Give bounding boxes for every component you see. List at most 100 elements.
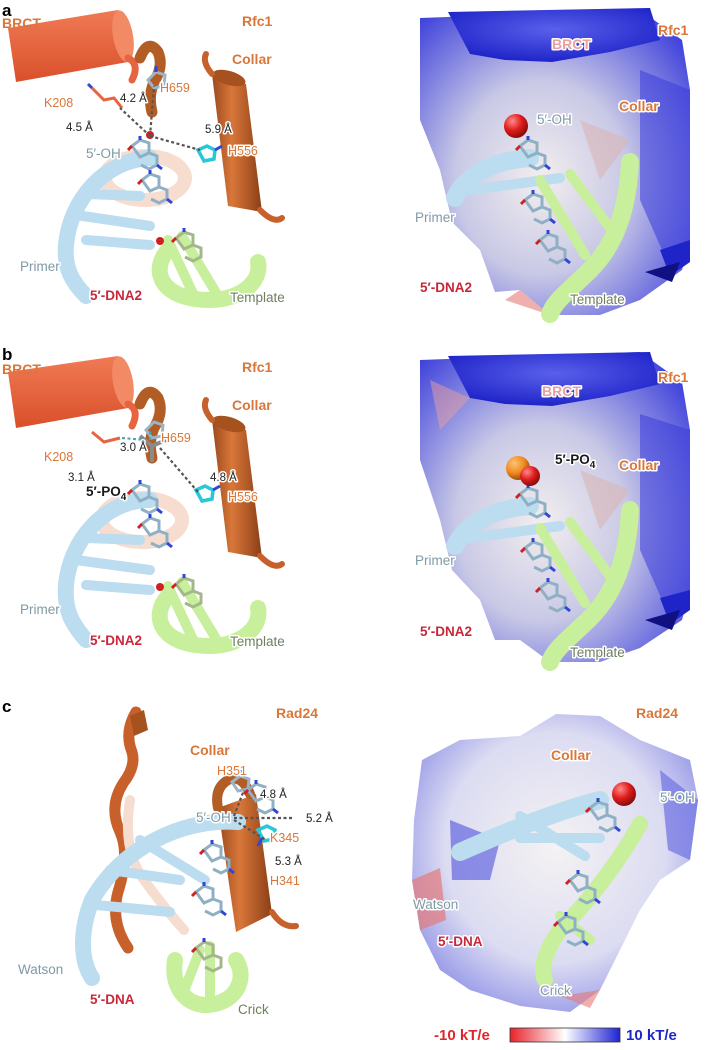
end-label: 5′-PO4 xyxy=(86,484,127,503)
dna-label: 5′-DNA2 xyxy=(90,288,142,303)
panel-a: a xyxy=(2,1,690,323)
surface-brct-label: BRCT xyxy=(542,383,581,399)
crick-label: Crick xyxy=(238,1002,269,1017)
surface-primer-strand xyxy=(446,497,539,555)
end-label: 5′-OH xyxy=(196,810,231,825)
surface-end-label: 5′-PO4 xyxy=(555,452,596,471)
distance-label-3: 5.3 Å xyxy=(275,855,302,868)
surface-watson-label: Watson xyxy=(413,897,458,912)
residue-label-k345: K345 xyxy=(270,831,299,845)
distance-label-1: 3.0 Å xyxy=(120,441,147,454)
watson-strand xyxy=(75,813,246,986)
protein-label: Rfc1 xyxy=(242,13,273,29)
surface-template-strand xyxy=(541,153,639,323)
primer-label: Primer xyxy=(20,259,60,274)
panel-letter: b xyxy=(2,345,12,364)
oh-sphere xyxy=(504,114,528,138)
surface-template-label: Template xyxy=(570,645,625,660)
distance-label-2: 5.2 Å xyxy=(306,812,333,825)
distance-label-3: 4.8 Å xyxy=(210,471,237,484)
collar-label: Collar xyxy=(232,397,272,413)
residue-label-h556: H556 xyxy=(228,144,258,158)
brct-label: BRCT xyxy=(2,15,41,31)
surface-brct-label: BRCT xyxy=(552,36,591,52)
surface-protein-label: Rfc1 xyxy=(658,369,689,385)
distance-label-2: 4.5 Å xyxy=(66,121,93,134)
primer-strand xyxy=(57,150,158,304)
protein-label: Rfc1 xyxy=(242,359,273,375)
collar-label: Collar xyxy=(232,51,272,67)
surface-protein-label: Rfc1 xyxy=(658,22,689,38)
residue-label-k208: K208 xyxy=(44,450,73,464)
cartoon-structure xyxy=(8,10,285,309)
scale-max-label: 10 kT/e xyxy=(626,1027,677,1044)
residue-label-h659: H659 xyxy=(160,81,190,95)
electrostatic-surface xyxy=(420,352,690,671)
end-label: 5′-OH xyxy=(86,146,121,161)
surface-collar-label: Collar xyxy=(619,98,659,114)
distance-label-1: 4.8 Å xyxy=(260,788,287,801)
dna-label: 5′-DNA2 xyxy=(90,633,142,648)
surface-end-label: 5′-OH xyxy=(660,790,695,805)
panel-c: c xyxy=(2,697,698,1019)
electrostatic-surface xyxy=(412,714,698,1012)
collar-helix xyxy=(201,397,285,569)
surface-dna-label: 5′-DNA2 xyxy=(420,624,472,639)
surface-template-label: Template xyxy=(570,292,625,307)
h556-sidechain xyxy=(193,484,221,503)
h556-sidechain xyxy=(195,144,223,163)
surface-protein-label: Rad24 xyxy=(636,705,678,721)
oh-sphere xyxy=(612,782,636,806)
h659-sidechain xyxy=(144,420,165,440)
template-strand xyxy=(151,242,267,309)
watson-label: Watson xyxy=(18,962,63,977)
rad24-coil xyxy=(109,706,142,954)
template-label: Template xyxy=(230,290,285,305)
panel-letter: c xyxy=(2,697,11,716)
scale-gradient xyxy=(509,1027,621,1043)
k208-sidechain xyxy=(86,82,124,109)
h351-sidechain xyxy=(229,770,251,793)
primer-label: Primer xyxy=(20,602,60,617)
dna-label: 5′-DNA xyxy=(90,992,135,1007)
electrostatic-scale-bar: -10 kT/e 10 kT/e xyxy=(434,1027,677,1044)
surface-crick-label: Crick xyxy=(540,983,571,998)
surface-primer-label: Primer xyxy=(415,553,455,568)
brct-helix xyxy=(8,356,139,430)
surface-collar-label: Collar xyxy=(619,457,659,473)
brct-label: BRCT xyxy=(2,361,41,377)
cartoon-structure xyxy=(75,706,299,1014)
residue-label-h659: H659 xyxy=(161,431,191,445)
electrostatic-surface xyxy=(420,8,690,323)
scale-min-label: -10 kT/e xyxy=(434,1027,490,1044)
residue-label-k208: K208 xyxy=(44,96,73,110)
template-strand xyxy=(151,588,267,655)
h659-sidechain xyxy=(146,66,167,90)
surface-template-strand xyxy=(541,501,639,671)
distance-label-3: 5.9 Å xyxy=(205,123,232,136)
surface-primer-label: Primer xyxy=(415,210,455,225)
primer-strand xyxy=(57,492,158,648)
h659-loop xyxy=(134,40,166,118)
cartoon-structure xyxy=(8,356,285,655)
protein-label: Rad24 xyxy=(276,705,318,721)
surface-primer-strand xyxy=(446,149,539,207)
surface-dna-label: 5′-DNA xyxy=(438,934,483,949)
residue-label-h556: H556 xyxy=(228,490,258,504)
brct-helix xyxy=(8,10,139,84)
panel-b: b xyxy=(2,345,690,671)
residue-label-h341: H341 xyxy=(270,874,300,888)
oxygen-sphere xyxy=(520,466,540,486)
distance-label-2: 3.1 Å xyxy=(68,471,95,484)
surface-end-label: 5′-OH xyxy=(537,112,572,127)
collar-label: Collar xyxy=(190,742,230,758)
panel-letter: a xyxy=(2,1,12,20)
collar-helix xyxy=(201,51,285,223)
k208-sidechain xyxy=(91,430,121,444)
surface-collar-label: Collar xyxy=(551,747,591,763)
residue-label-h351: H351 xyxy=(217,764,247,778)
template-label: Template xyxy=(230,634,285,649)
distance-label-1: 4.2 Å xyxy=(120,92,147,105)
crick-strand xyxy=(166,952,249,1014)
